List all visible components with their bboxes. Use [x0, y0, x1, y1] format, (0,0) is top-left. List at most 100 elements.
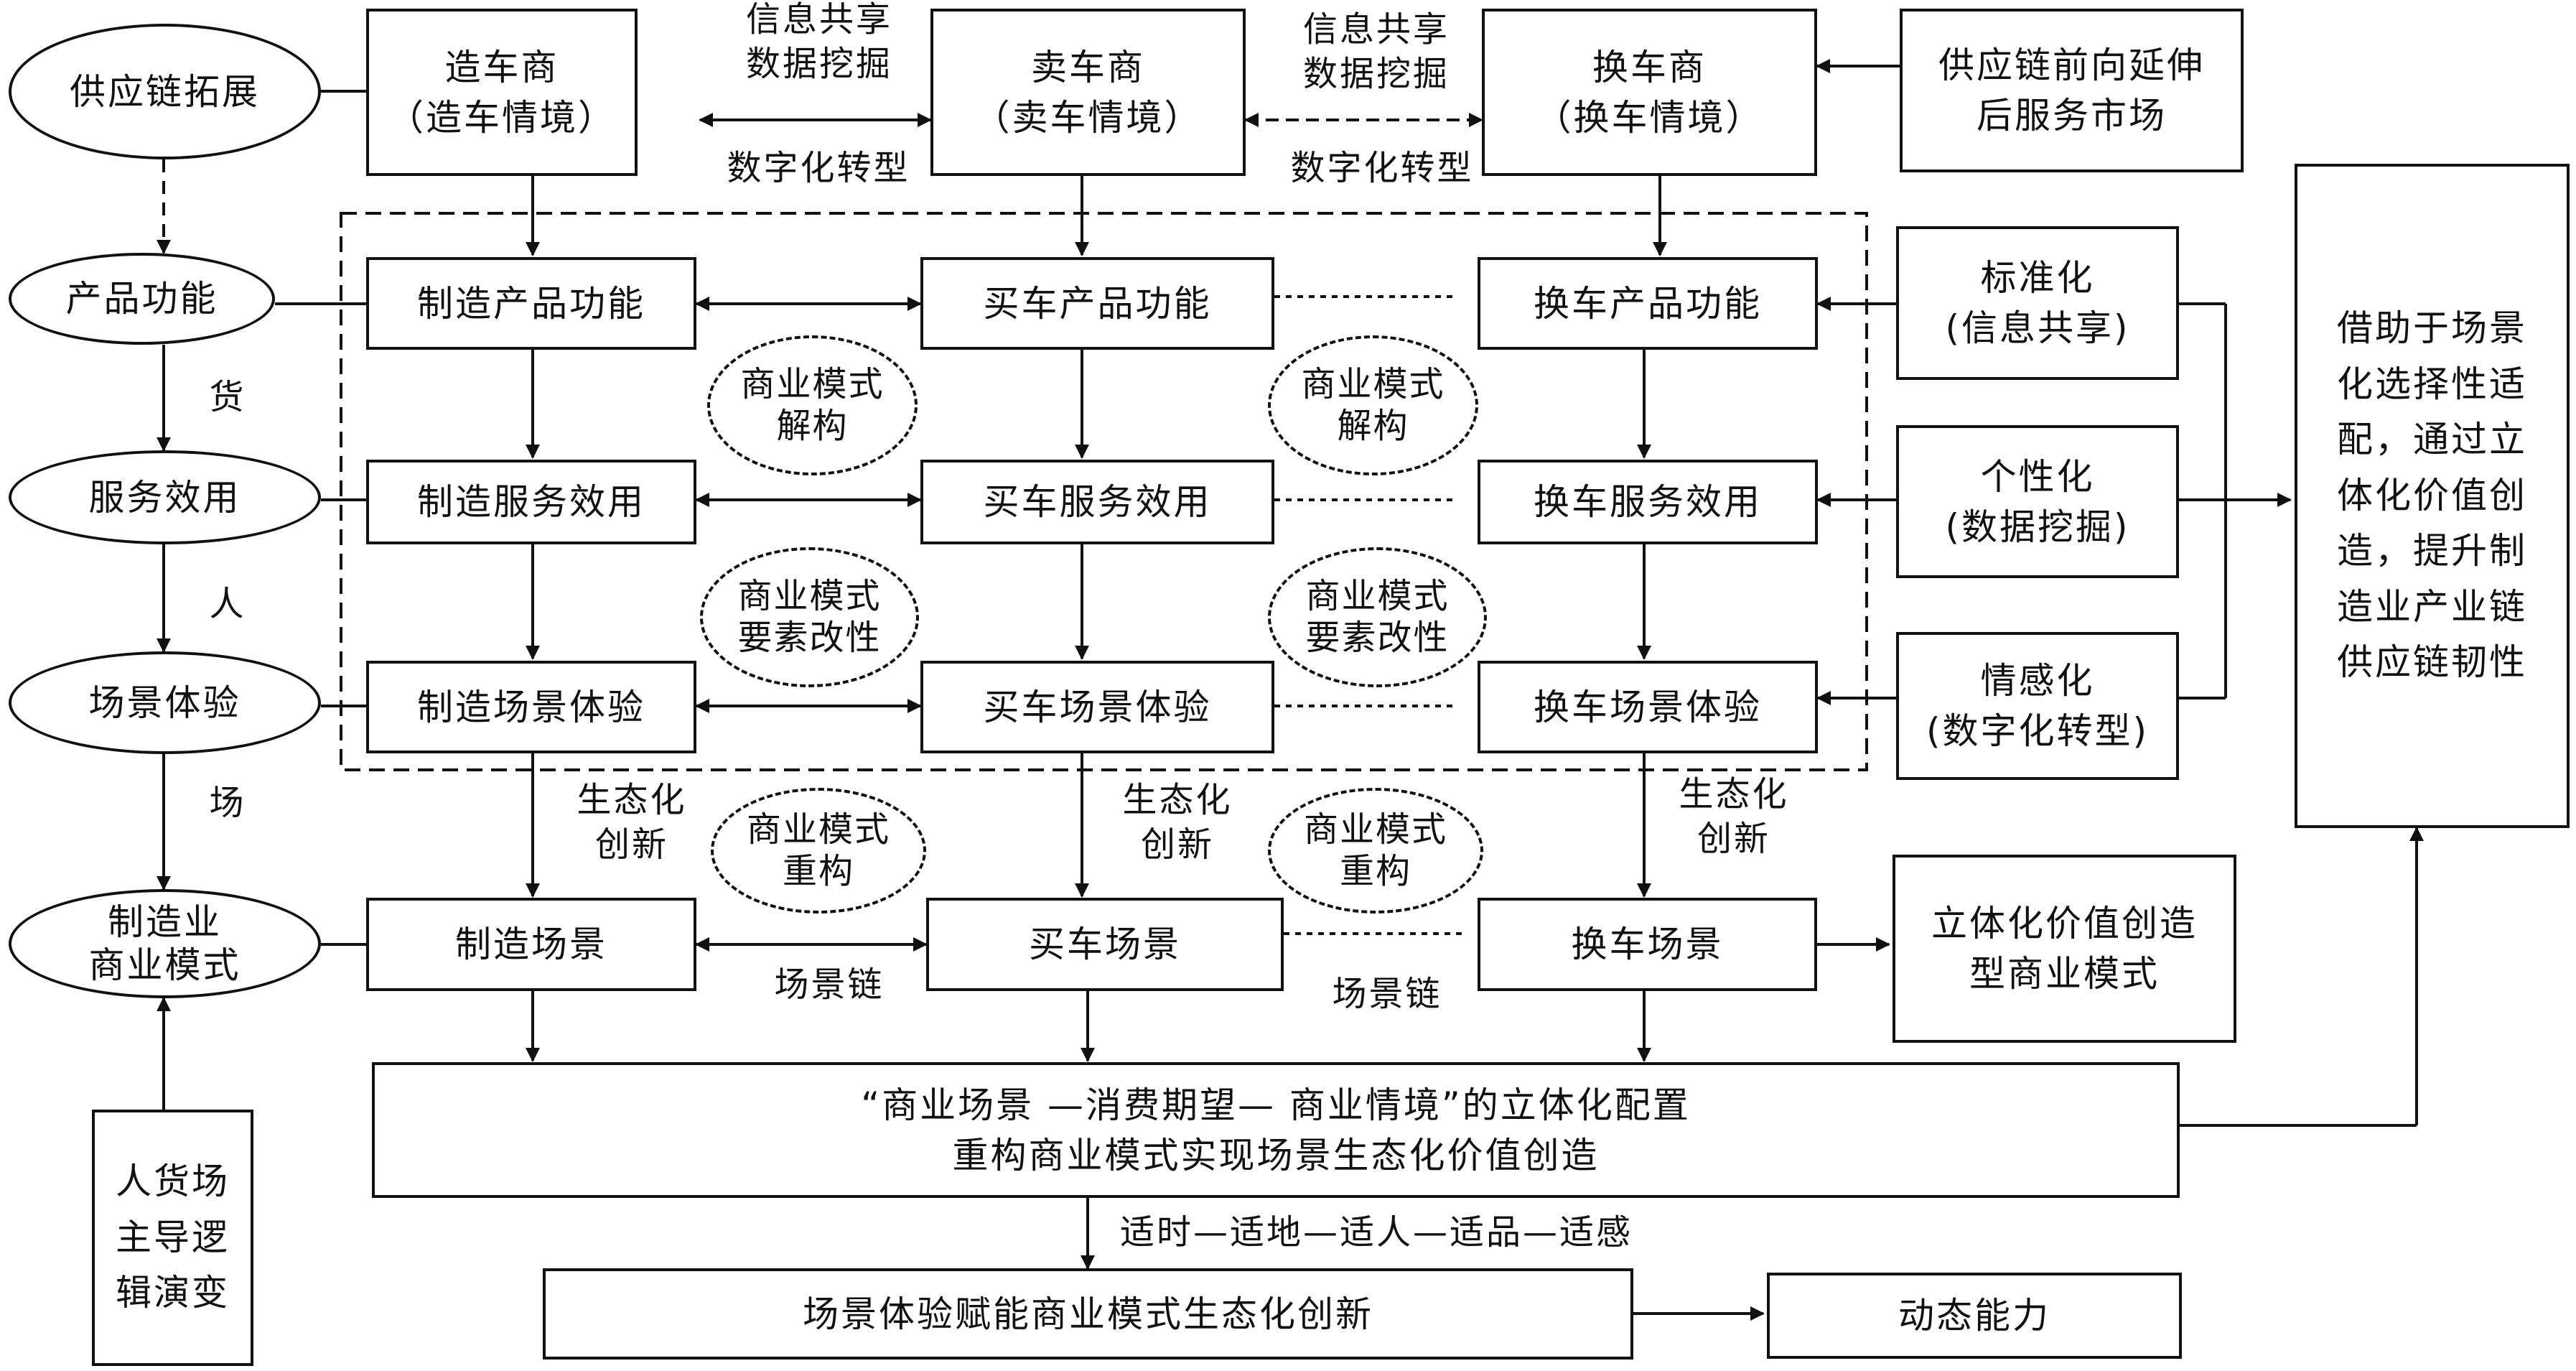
service-utility-oval: 服务效用 — [9, 450, 321, 544]
change-scene-exp-box: 换车场景体验 — [1478, 661, 1818, 753]
buy-scene-box: 买车场景 — [926, 898, 1284, 991]
seller-title: 卖车商 — [1031, 46, 1145, 88]
summary-line6: 造业产业链 — [2337, 585, 2527, 628]
emotion-line1: 情感化 — [1980, 660, 2095, 702]
dynamic-capability-box: 动态能力 — [1767, 1273, 2182, 1359]
eco-label-mid: 生态化 创新 — [1098, 778, 1256, 868]
summary-line2: 化选择性适 — [2337, 363, 2527, 405]
config-line2: 重构商业模式实现场景生态化价值创造 — [952, 1134, 1600, 1176]
model-3d-box: 立体化价值创造 型商业模式 — [1893, 855, 2236, 1043]
summary-line1: 借助于场景 — [2337, 307, 2527, 350]
fit-label: 适时—适地—适人—适品—适感 — [1120, 1212, 1633, 1253]
reconstruct-left-line1: 商业模式 — [746, 809, 890, 850]
modify-right-line2: 要素改性 — [1305, 617, 1450, 658]
eco-label-left: 生态化 创新 — [553, 778, 711, 868]
goods-label: 货 — [209, 377, 246, 417]
modify-oval-right: 商业模式 要素改性 — [1268, 547, 1487, 687]
buy-scene-exp-box: 买车场景体验 — [920, 661, 1274, 753]
link-label-left-top-line2: 数据挖掘 — [745, 44, 892, 85]
config-line1: “商业场景 —消费期望— 商业情境”的立体化配置 — [861, 1084, 1691, 1126]
config-box: “商业场景 —消费期望— 商业情境”的立体化配置 重构商业模式实现场景生态化价值… — [372, 1062, 2180, 1198]
logic-evolution-box: 人货场 主导逻 辑演变 — [92, 1110, 253, 1366]
forward-extension-line1: 供应链前向延伸 — [1938, 45, 2205, 86]
model-oval-line2: 商业模式 — [88, 944, 241, 986]
change-scene-box: 换车场景 — [1478, 898, 1817, 991]
link-label-right-top: 信息共享 数据挖掘 — [1279, 7, 1473, 97]
link-label-left-bottom: 数字化转型 — [727, 148, 910, 188]
maker-title: 造车商 — [444, 46, 559, 88]
manufacturing-business-model-oval: 制造业 商业模式 — [9, 889, 321, 998]
changer-title: 换车商 — [1592, 46, 1707, 88]
personal-line2: (数据挖掘) — [1945, 506, 2130, 548]
deconstruct-oval-right: 商业模式 解构 — [1268, 335, 1478, 475]
link-label-right-top-line1: 信息共享 — [1302, 9, 1450, 50]
deconstruct-right-line2: 解构 — [1337, 405, 1409, 446]
deconstruct-oval-left: 商业模式 解构 — [707, 335, 918, 475]
reconstruct-right-line2: 重构 — [1339, 850, 1411, 891]
summary-line3: 配，通过立 — [2337, 419, 2527, 461]
link-label-right-top-line2: 数据挖掘 — [1302, 54, 1450, 95]
scene-chain-label-right: 场景链 — [1332, 974, 1442, 1014]
changer-box: 换车商 （换车情境） — [1482, 9, 1817, 176]
modify-left-line1: 商业模式 — [737, 575, 882, 616]
scene-chain-label-left: 场景链 — [774, 965, 885, 1005]
forward-extension-box: 供应链前向延伸 后服务市场 — [1900, 9, 2244, 172]
logic-line2: 主导逻 — [116, 1216, 230, 1258]
modify-left-line2: 要素改性 — [737, 617, 882, 658]
eco-mid-line2: 创新 — [1140, 824, 1214, 865]
personalization-box: 个性化 (数据挖掘) — [1896, 425, 2179, 578]
model3d-line1: 立体化价值创造 — [1931, 903, 2198, 944]
make-scene-exp-box: 制造场景体验 — [366, 661, 696, 753]
personal-line1: 个性化 — [1980, 455, 2095, 498]
link-label-left-top: 信息共享 数据挖掘 — [722, 0, 916, 87]
make-product-box: 制造产品功能 — [366, 257, 696, 350]
product-function-oval: 产品功能 — [9, 253, 275, 345]
people-label: 人 — [209, 584, 246, 624]
summary-line7: 供应链韧性 — [2337, 641, 2527, 684]
forward-extension-line2: 后服务市场 — [1977, 95, 2167, 136]
link-label-right-bottom: 数字化转型 — [1290, 148, 1474, 188]
standardization-box: 标准化 (信息共享) — [1896, 226, 2179, 380]
seller-context: （卖车情境） — [974, 96, 1203, 139]
buy-service-box: 买车服务效用 — [920, 460, 1274, 544]
eco-left-line2: 创新 — [594, 824, 668, 865]
deconstruct-left-line1: 商业模式 — [740, 363, 885, 404]
maker-context: （造车情境） — [388, 96, 616, 139]
function-grid-frame — [340, 212, 1868, 771]
eco-right-line1: 生态化 — [1679, 774, 1789, 814]
make-service-box: 制造服务效用 — [366, 460, 696, 544]
place-label: 场 — [209, 783, 246, 823]
eco-mid-line1: 生态化 — [1122, 780, 1233, 820]
buy-product-box: 买车产品功能 — [920, 257, 1274, 350]
eco-left-line1: 生态化 — [577, 780, 687, 820]
supply-chain-expand-oval: 供应链拓展 — [9, 24, 321, 159]
modify-oval-left: 商业模式 要素改性 — [700, 547, 919, 687]
reconstruct-oval-right: 商业模式 重构 — [1268, 788, 1483, 914]
eco-label-right: 生态化 创新 — [1655, 772, 1813, 862]
model3d-line2: 型商业模式 — [1969, 953, 2160, 995]
deconstruct-left-line2: 解构 — [776, 405, 849, 446]
emotionalization-box: 情感化 (数字化转型) — [1896, 632, 2179, 780]
summary-line5: 造，提升制 — [2337, 530, 2527, 572]
deconstruct-right-line1: 商业模式 — [1301, 363, 1445, 404]
logic-line1: 人货场 — [116, 1161, 230, 1203]
emotion-line2: (数字化转型) — [1926, 710, 2149, 752]
model-oval-line1: 制造业 — [108, 901, 222, 943]
scene-experience-oval: 场景体验 — [9, 651, 321, 754]
change-service-box: 换车服务效用 — [1478, 460, 1818, 544]
eco-right-line2: 创新 — [1697, 819, 1770, 860]
link-label-left-top-line1: 信息共享 — [745, 0, 892, 39]
modify-right-line1: 商业模式 — [1305, 575, 1450, 616]
reconstruct-right-line1: 商业模式 — [1303, 809, 1447, 850]
standard-line1: 标准化 — [1980, 257, 2095, 299]
standard-line2: (信息共享) — [1945, 307, 2130, 349]
seller-box: 卖车商 （卖车情境） — [930, 9, 1246, 176]
empower-box: 场景体验赋能商业模式生态化创新 — [543, 1268, 1633, 1360]
reconstruct-left-line2: 重构 — [782, 850, 854, 891]
summary-line4: 体化价值创 — [2337, 474, 2527, 516]
summary-box: 借助于场景 化选择性适 配，通过立 体化价值创 造，提升制 造业产业链 供应链韧… — [2295, 164, 2570, 828]
reconstruct-oval-left: 商业模式 重构 — [711, 788, 926, 914]
maker-box: 造车商 （造车情境） — [366, 9, 638, 176]
changer-context: （换车情境） — [1535, 96, 1764, 139]
